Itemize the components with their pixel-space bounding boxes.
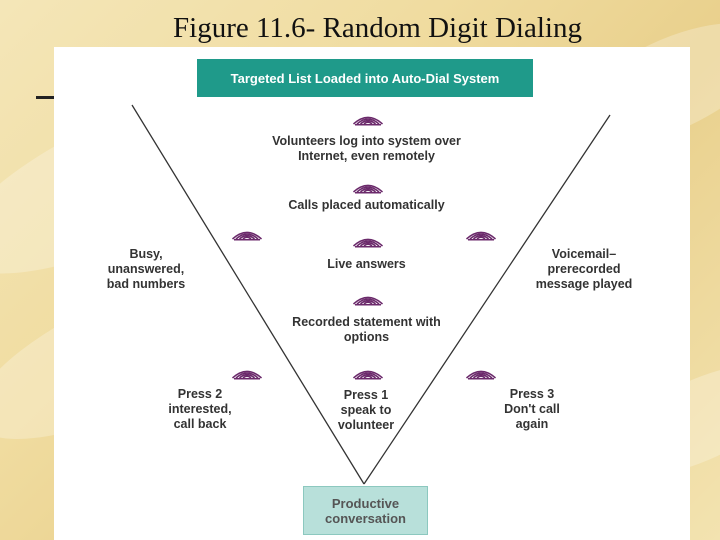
center-step-2: Calls placed automatically [288, 198, 445, 212]
phone-signal-icon [351, 227, 385, 254]
phone-signal-icon [464, 359, 498, 386]
top-box: Targeted List Loaded into Auto-Dial Syst… [197, 59, 533, 97]
phone-signal-icon [351, 285, 385, 312]
center-step-1: Volunteers log into system over Internet… [272, 134, 461, 163]
phone-signal-icon [351, 105, 385, 132]
phone-signal-icon [351, 359, 385, 386]
center-branch-lower: Press 1 speak to volunteer [337, 388, 395, 432]
funnel-lines [131, 104, 611, 485]
left-branch-lower: Press 2 interested, call back [168, 387, 232, 431]
bottom-box: Productive conversation [303, 486, 428, 535]
center-step-3: Live answers [327, 257, 406, 271]
title-underline [36, 96, 58, 99]
phone-signal-icon [230, 359, 264, 386]
diagram-panel: Targeted List Loaded into Auto-Dial Syst… [54, 47, 690, 540]
slide-title: Figure 11.6- Random Digit Dialing [173, 12, 582, 44]
left-branch-upper: Busy, unanswered, bad numbers [106, 247, 186, 291]
right-branch-lower: Press 3 Don't call again [504, 387, 560, 431]
phone-signal-icon [230, 220, 264, 247]
phone-signal-icon [351, 173, 385, 200]
center-step-4: Recorded statement with options [292, 315, 441, 344]
phone-signal-icon [464, 220, 498, 247]
right-branch-upper: Voicemail– prerecorded message played [535, 247, 633, 291]
